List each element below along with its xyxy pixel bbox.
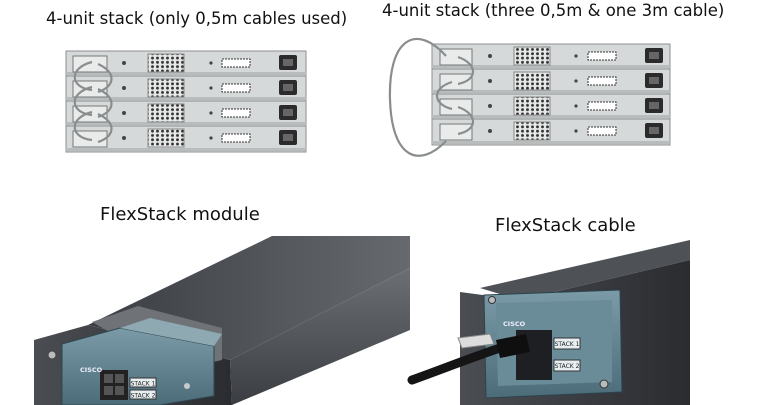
switch-unit-icon [431,68,671,95]
screw-icon [184,383,190,389]
module-top [120,318,222,346]
cisco-logo: CISCO [80,366,103,374]
module-port-label-1: STACK 1 [131,381,156,388]
thumbscrew-icon [47,350,57,360]
flexstack-cable-photo: CISCO STACK 1 STACK 2 [407,240,690,405]
caption-flexstack-cable: FlexStack cable [495,215,636,236]
stack-diagram-long-cable [388,37,671,157]
thumbscrew-icon [488,296,496,304]
switch-unit-icon [65,125,307,153]
stack-cable-icon [407,343,505,385]
switch-unit-icon [431,93,671,120]
cable-connector-icon [496,334,530,358]
caption-flexstack-module: FlexStack module [100,204,260,225]
switch-unit-icon [431,43,671,70]
connector-latch-icon [457,333,495,349]
switch-unit-icon [65,50,307,77]
stack-cable-icon [73,60,113,144]
module-port-label-2: STACK 2 [555,363,580,370]
chassis-top [480,240,690,300]
cisco-logo: CISCO [503,320,526,328]
module-port-label-1: STACK 1 [555,341,580,348]
chassis-side [230,268,410,405]
switch-unit-icon [431,118,671,146]
switch-unit-icon [65,75,307,102]
caption-stack-long-cable: 4-unit stack (three 0,5m & one 3m cable) [382,1,725,20]
module-port-label-2: STACK 2 [131,393,156,400]
thumbscrew-icon [599,379,609,389]
stack-cable-icon [388,37,475,157]
flexstack-module-photo: STACK 1 STACK 2 CISCO [34,236,410,405]
stack-diagram-short-cables [65,50,307,153]
switch-unit-icon [65,100,307,127]
caption-stack-short-cables: 4-unit stack (only 0,5m cables used) [46,9,348,28]
